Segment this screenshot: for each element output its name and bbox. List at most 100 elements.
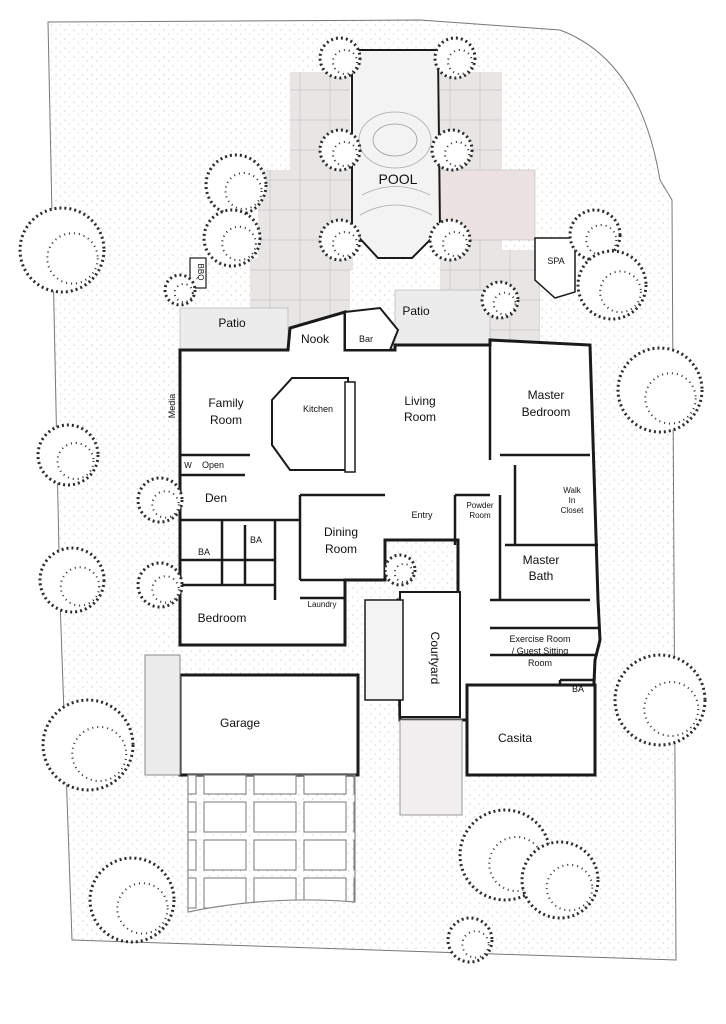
tree-canopy — [520, 840, 600, 920]
tree-canopy-shade — [585, 224, 618, 256]
dining-room-label-line1: Dining — [324, 525, 358, 539]
tree-canopy — [480, 280, 520, 320]
tree-canopy — [383, 553, 417, 587]
tree-canopy — [318, 218, 362, 262]
nook-label: Nook — [301, 332, 330, 346]
tree-canopy — [568, 208, 622, 262]
pool-label: POOL — [379, 171, 418, 187]
tree-canopy-shade — [46, 232, 99, 285]
tree-canopy — [433, 36, 477, 80]
tree-canopy — [616, 346, 704, 434]
tree-canopy-shade — [447, 49, 473, 75]
ba-mid-label: BA — [250, 535, 262, 545]
courtyard-fountain — [364, 599, 404, 701]
garage-walls — [178, 673, 360, 777]
tree-canopy — [136, 476, 184, 524]
tree-canopy-shade — [492, 291, 517, 316]
tree-canopy-shade — [71, 726, 128, 782]
laundry-label: Laundry — [308, 600, 337, 609]
tree-canopy — [202, 208, 262, 268]
bedroom-label: Bedroom — [198, 611, 247, 625]
room-labels: POOL SPA BBQ Patio Patio Nook Bar Media … — [167, 171, 584, 745]
tree-canopy-shade — [444, 141, 470, 167]
tree-canopy-shade — [56, 442, 95, 480]
casita-walls — [465, 683, 597, 777]
tree-canopy — [36, 423, 100, 487]
tree-canopy-shade — [151, 490, 180, 519]
exercise-room-label-line2: / Guest Sitting — [512, 646, 569, 656]
master-bath-label-line2: Bath — [529, 569, 554, 583]
tree-canopy-shade — [59, 566, 101, 607]
garage-bump — [144, 654, 181, 776]
master-bedroom-label-line2: Bedroom — [522, 405, 571, 419]
bbq-label: BBQ — [196, 264, 205, 281]
patio-right-label: Patio — [402, 304, 430, 318]
living-room-label-line1: Living — [404, 394, 435, 408]
walk-in-closet-label-line1: Walk — [563, 486, 581, 495]
tree-canopy-shade — [332, 141, 358, 167]
trees — [18, 36, 707, 964]
kitchen-label: Kitchen — [303, 404, 333, 414]
tree-canopy-shade — [643, 681, 700, 737]
tree-canopy-shade — [393, 563, 414, 583]
tree-canopy-shade — [599, 270, 642, 314]
spa — [534, 237, 576, 299]
open-label: Open — [202, 460, 224, 470]
tree-canopy — [38, 546, 106, 614]
tree-canopy — [163, 273, 197, 307]
tree-canopy — [136, 561, 184, 609]
tree-canopy — [428, 218, 472, 262]
kitchen-counter — [344, 381, 356, 473]
bar-label: Bar — [359, 334, 373, 344]
kitchen-island — [271, 377, 349, 471]
master-bedroom-label-line1: Master — [528, 388, 565, 402]
master-bath-label-line1: Master — [523, 553, 560, 567]
family-room-label-line1: Family — [208, 396, 243, 410]
walk-in-closet-label-line3: Closet — [561, 506, 584, 515]
den-label: Den — [205, 491, 227, 505]
casita-label: Casita — [498, 731, 532, 745]
tree-canopy — [446, 916, 494, 964]
tree-canopy — [576, 249, 648, 321]
patio-left-area — [179, 307, 289, 353]
courtyard-area — [399, 591, 461, 718]
tree-canopy-shade — [545, 863, 594, 912]
tree-canopy-shade — [173, 283, 194, 303]
tree-canopy-shade — [332, 49, 358, 75]
powder-room-label-line1: Powder — [466, 501, 493, 510]
tree-canopy — [318, 36, 362, 80]
w-mark-label: W — [184, 461, 192, 470]
dining-room-label-line2: Room — [325, 542, 357, 556]
tree-canopy-shade — [332, 231, 358, 257]
exercise-room-label-line1: Exercise Room — [509, 634, 570, 644]
entry-label: Entry — [411, 510, 433, 520]
tree-canopy-shade — [221, 225, 257, 262]
pool — [351, 49, 442, 259]
walkway — [399, 719, 463, 816]
patio-right-area — [394, 289, 491, 346]
bbq-counter — [189, 257, 207, 289]
tree-canopy — [88, 856, 176, 944]
tree-canopy-shade — [644, 372, 697, 425]
driveway — [187, 774, 356, 913]
garage-label: Garage — [220, 716, 260, 730]
family-room-label-line2: Room — [210, 413, 242, 427]
media-label: Media — [167, 394, 177, 419]
bar-counter — [344, 306, 400, 351]
ba-right-label: BA — [572, 684, 584, 694]
tree-canopy-shade — [442, 231, 468, 257]
tree-canopy — [318, 128, 362, 172]
spa-label: SPA — [547, 256, 564, 266]
tree-canopy — [613, 653, 707, 747]
tree-canopy-shade — [151, 575, 180, 604]
tree-canopy-shade — [224, 172, 263, 210]
tree-canopy — [204, 153, 268, 217]
tree-canopy-shade — [116, 882, 169, 935]
living-room-label-line2: Room — [404, 410, 436, 424]
tree-canopy — [41, 698, 135, 792]
courtyard-label: Courtyard — [428, 632, 442, 685]
ba-left-label: BA — [198, 547, 210, 557]
patio-left-label: Patio — [218, 316, 246, 330]
exercise-room-label-line3: Room — [528, 658, 552, 668]
